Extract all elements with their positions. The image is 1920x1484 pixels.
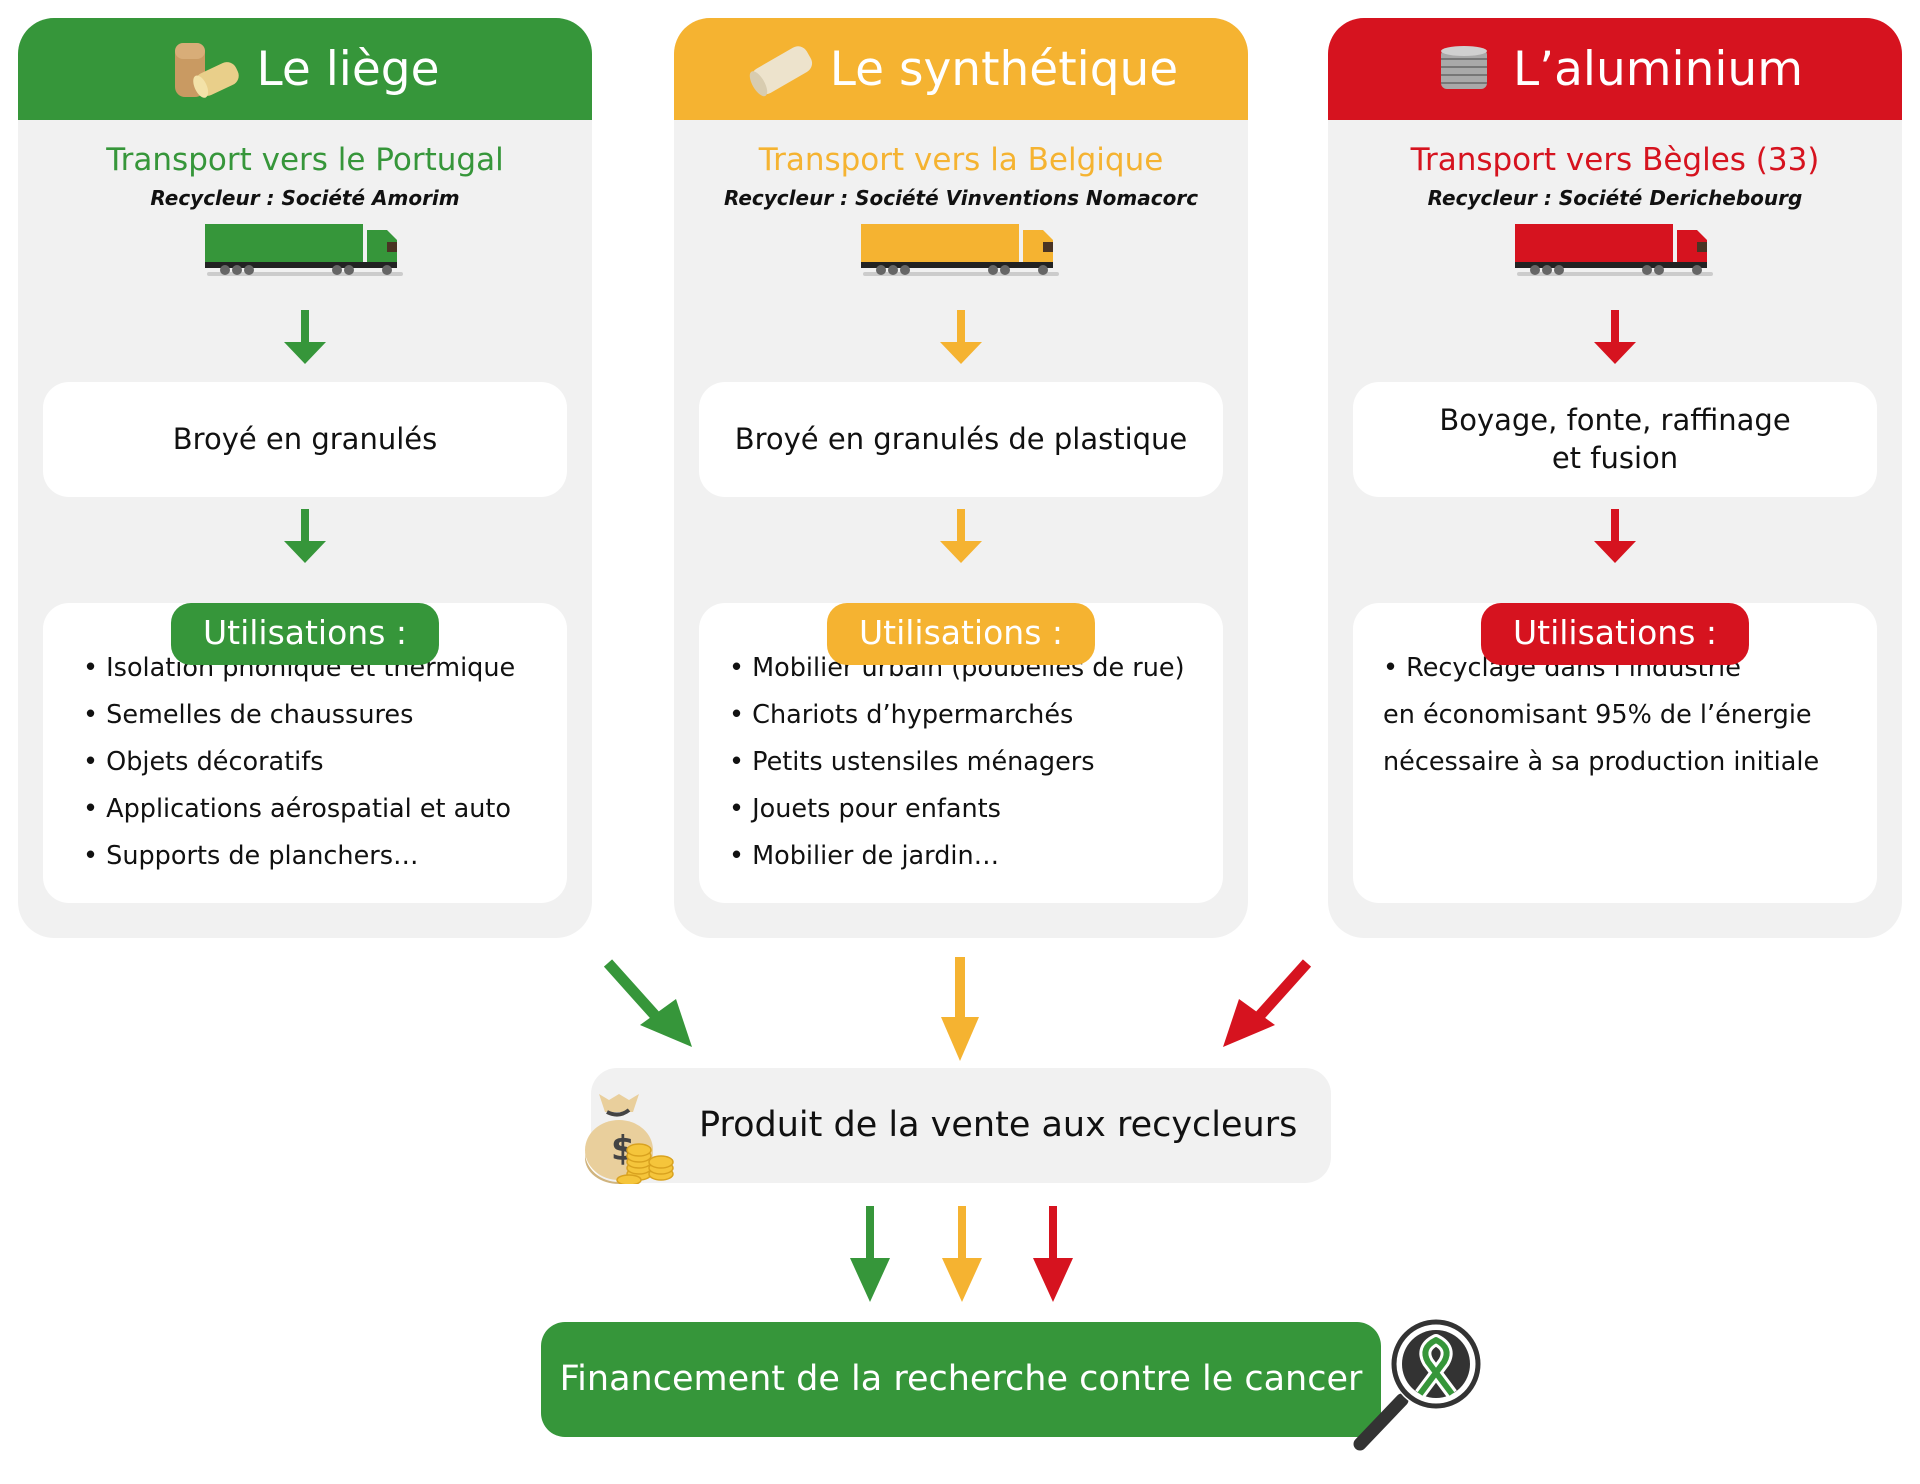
list-item: • Applications aérospatial et auto: [83, 794, 512, 824]
arrow-down-icon: [940, 509, 982, 563]
arrow-diagonal-green-icon: [603, 959, 692, 1047]
column-aluminium: L’aluminium Transport vers Bègles (33) R…: [1328, 18, 1902, 938]
uses-list: • Recyclage dans l’industrie en économis…: [1353, 603, 1877, 903]
column-title: Le synthétique: [829, 41, 1179, 97]
process-line: et fusion: [1551, 440, 1679, 475]
destination: Transport vers la Belgique: [758, 142, 1164, 178]
arrow-down-icon: [284, 310, 326, 364]
list-item: en économisant 95% de l’énergie: [1383, 700, 1812, 730]
list-item: nécessaire à sa production initiale: [1383, 747, 1820, 777]
cancer-research-funding-box: Financement de la recherche contre le ca…: [541, 1322, 1381, 1437]
list-item: • Objets décoratifs: [83, 747, 324, 777]
destination: Transport vers Bègles (33): [1410, 142, 1820, 178]
arrow-down-icon: [1594, 310, 1636, 364]
list-item: • Chariots d’hypermarchés: [729, 700, 1074, 730]
uses-label: Utilisations :: [826, 603, 1096, 665]
arrow-down-red-icon: [1033, 1206, 1073, 1302]
sales-proceeds-box: $ Produit de la vente aux recycleurs: [585, 1068, 1331, 1184]
money-bag-icon: $: [585, 1094, 674, 1184]
recycler: Recycleur : Société Vinventions Nomacorc: [723, 186, 1199, 210]
magnifier-ribbon-icon: [1353, 1318, 1482, 1451]
process-step: Boyage, fonte, raffinage et fusion: [1353, 382, 1877, 497]
arrow-down-yellow-icon: [942, 1206, 982, 1302]
arrow-down-green-icon: [850, 1206, 890, 1302]
process-line: Boyage, fonte, raffinage: [1439, 402, 1791, 437]
uses-label: Utilisations :: [170, 603, 440, 665]
synthetic-cork-icon: [749, 46, 812, 97]
column-title: L’aluminium: [1512, 41, 1804, 97]
arrow-down-icon: [940, 310, 982, 364]
column-title: Le liège: [256, 41, 440, 97]
list-item: • Petits ustensiles ménagers: [729, 747, 1095, 777]
column-header: Le liège: [18, 18, 592, 120]
aluminium-cap-icon: [1440, 46, 1487, 89]
process-step: Broyé en granulés de plastique: [699, 382, 1223, 497]
destination: Transport vers le Portugal: [106, 142, 504, 178]
truck-icon: [1515, 224, 1713, 276]
truck-icon: [205, 224, 403, 276]
arrow-down-icon: [1594, 509, 1636, 563]
arrow-diagonal-red-icon: [1223, 959, 1312, 1047]
list-item: • Jouets pour enfants: [729, 794, 1001, 824]
sales-proceeds-label: Produit de la vente aux recycleurs: [699, 1105, 1298, 1145]
recycler: Recycleur : Société Derichebourg: [1427, 186, 1803, 210]
list-item: • Mobilier de jardin…: [729, 841, 1000, 871]
column-header: Le synthétique: [674, 18, 1248, 120]
arrow-down-icon: [284, 509, 326, 563]
cork-stopper-icon: [174, 43, 239, 98]
list-item: • Supports de planchers…: [83, 841, 419, 871]
column-liege: Le liège Transport vers le Portugal Recy…: [18, 18, 592, 938]
uses-list: • Isolation phonique et thermique • Seme…: [43, 603, 567, 903]
column-synthetique: Le synthétique Transport vers la Belgiqu…: [674, 18, 1248, 938]
column-header: L’aluminium: [1328, 18, 1902, 120]
recycler: Recycleur : Société Amorim: [150, 186, 460, 210]
process-step: Broyé en granulés: [43, 382, 567, 497]
uses-label: Utilisations :: [1480, 603, 1750, 665]
truck-icon: [861, 224, 1059, 276]
list-item: • Semelles de chaussures: [83, 700, 414, 730]
arrow-down-yellow-icon: [941, 957, 979, 1061]
